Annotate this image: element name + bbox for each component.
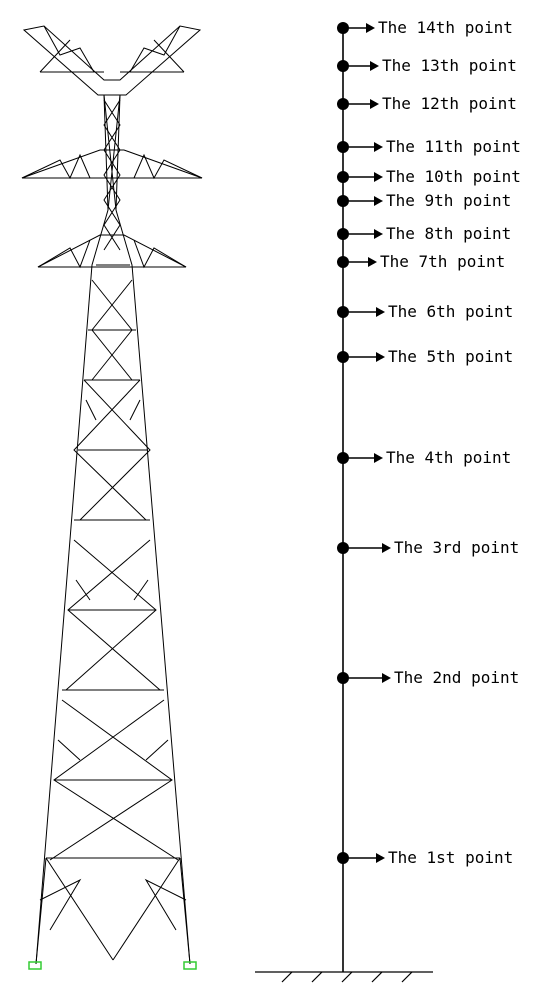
point-label: The 4th point bbox=[386, 448, 511, 467]
arrowhead-icon bbox=[366, 23, 375, 33]
point-label: The 8th point bbox=[386, 224, 511, 243]
arrowhead-icon bbox=[376, 853, 385, 863]
arrowhead-icon bbox=[376, 352, 385, 362]
point-marker: The 10th point bbox=[337, 167, 521, 186]
point-marker: The 9th point bbox=[337, 191, 511, 210]
point-marker: The 12th point bbox=[337, 94, 517, 113]
point-label: The 10th point bbox=[386, 167, 521, 186]
point-label: The 1st point bbox=[388, 848, 513, 867]
arrowhead-icon bbox=[374, 229, 383, 239]
ground-hatch bbox=[281, 971, 413, 983]
point-marker: The 8th point bbox=[337, 224, 511, 243]
node-dot bbox=[337, 452, 349, 464]
point-label: The 7th point bbox=[380, 252, 505, 271]
lattice-tower bbox=[21, 25, 203, 965]
node-dot bbox=[337, 256, 349, 268]
arrowhead-icon bbox=[374, 196, 383, 206]
arrowhead-icon bbox=[370, 99, 379, 109]
point-marker: The 4th point bbox=[337, 448, 511, 467]
arrowhead-icon bbox=[382, 543, 391, 553]
right-support-icon bbox=[183, 961, 197, 970]
arrowhead-icon bbox=[374, 453, 383, 463]
point-marker: The 13th point bbox=[337, 56, 517, 75]
node-dot bbox=[337, 351, 349, 363]
points-layer: The 1st point The 2nd point The 3rd point T… bbox=[337, 18, 521, 867]
arrowhead-icon bbox=[382, 673, 391, 683]
arrowhead-icon bbox=[368, 257, 377, 267]
node-dot bbox=[337, 542, 349, 554]
node-dot bbox=[337, 306, 349, 318]
point-label: The 3rd point bbox=[394, 538, 519, 557]
point-label: The 12th point bbox=[382, 94, 517, 113]
point-label: The 9th point bbox=[386, 191, 511, 210]
point-marker: The 1st point bbox=[337, 848, 513, 867]
point-label: The 6th point bbox=[388, 302, 513, 321]
node-dot bbox=[337, 228, 349, 240]
point-label: The 5th point bbox=[388, 347, 513, 366]
node-dot bbox=[337, 60, 349, 72]
point-marker: The 11th point bbox=[337, 137, 521, 156]
point-label: The 11th point bbox=[386, 137, 521, 156]
arrowhead-icon bbox=[374, 142, 383, 152]
point-marker: The 2nd point bbox=[337, 668, 519, 687]
node-dot bbox=[337, 195, 349, 207]
point-marker: The 3rd point bbox=[337, 538, 519, 557]
point-label: The 14th point bbox=[378, 18, 513, 37]
point-marker: The 7th point bbox=[337, 252, 505, 271]
point-marker: The 5th point bbox=[337, 347, 513, 366]
point-label: The 2nd point bbox=[394, 668, 519, 687]
point-marker: The 6th point bbox=[337, 302, 513, 321]
left-support-icon bbox=[28, 961, 42, 970]
node-dot bbox=[337, 98, 349, 110]
node-dot bbox=[337, 171, 349, 183]
node-dot bbox=[337, 141, 349, 153]
point-marker: The 14th point bbox=[337, 18, 513, 37]
arrowhead-icon bbox=[370, 61, 379, 71]
arrowhead-icon bbox=[374, 172, 383, 182]
point-label: The 13th point bbox=[382, 56, 517, 75]
node-dot bbox=[337, 852, 349, 864]
node-dot bbox=[337, 672, 349, 684]
arrowhead-icon bbox=[376, 307, 385, 317]
node-dot bbox=[337, 22, 349, 34]
